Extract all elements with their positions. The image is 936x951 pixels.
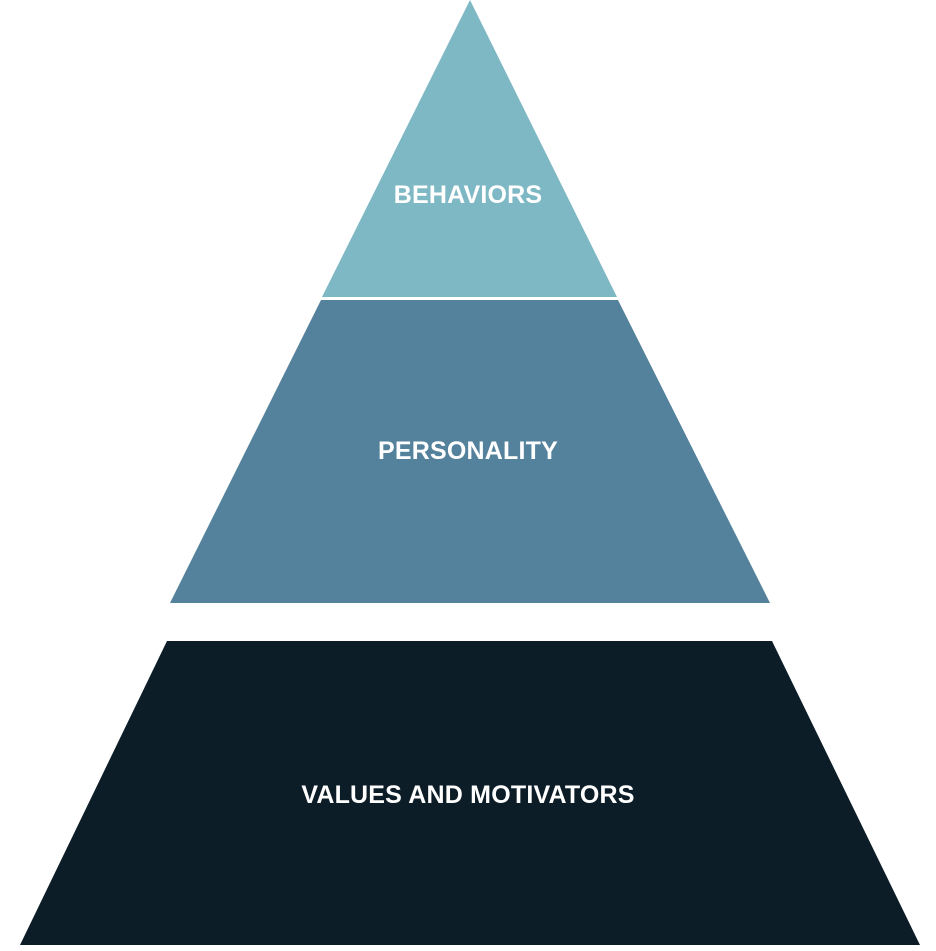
- tier-label-behaviors: BEHAVIORS: [393, 181, 543, 209]
- tier-label-personality: PERSONALITY: [378, 437, 558, 465]
- tier-label-values-and-motivators: VALUES AND MOTIVATORS: [301, 781, 635, 809]
- tier-values-and-motivators: [20, 641, 920, 945]
- tier-personality: [170, 300, 770, 603]
- tier-behaviors: [322, 0, 617, 297]
